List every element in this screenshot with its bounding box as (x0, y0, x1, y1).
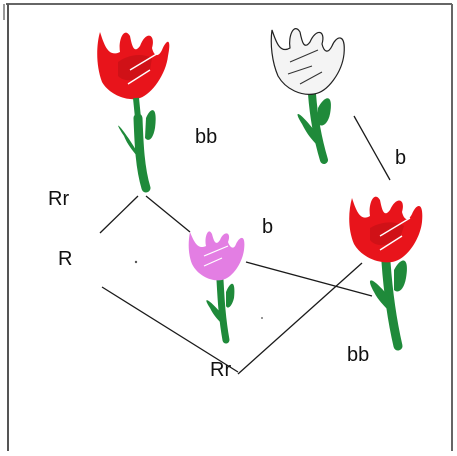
white-parent-flower (270, 27, 345, 164)
speck (134, 260, 138, 264)
line-pink-to-red (245, 261, 373, 297)
genotype-label-b-right: b (395, 147, 407, 169)
genotype-label-rr-bottom: Rr (210, 359, 232, 381)
red-parent-flower (97, 32, 170, 193)
genotype-label-rr-left: Rr (48, 188, 70, 210)
genotype-label-b-center: b (262, 216, 274, 238)
line-R-to-Rr (101, 286, 239, 373)
genotype-label-bb-top: bb (195, 126, 218, 148)
speck (261, 317, 263, 319)
line-red-to-R (99, 195, 139, 234)
genotype-label-r-left: R (58, 248, 73, 270)
connector-lines (99, 115, 391, 375)
line-red-to-pink (145, 195, 191, 233)
pink-offspring-flower (188, 231, 245, 344)
line-red-to-Rr (237, 262, 363, 375)
red-offspring-flower (349, 196, 423, 351)
genotype-label-bb-bottom: bb (347, 344, 370, 366)
line-white-to-b (353, 115, 391, 181)
